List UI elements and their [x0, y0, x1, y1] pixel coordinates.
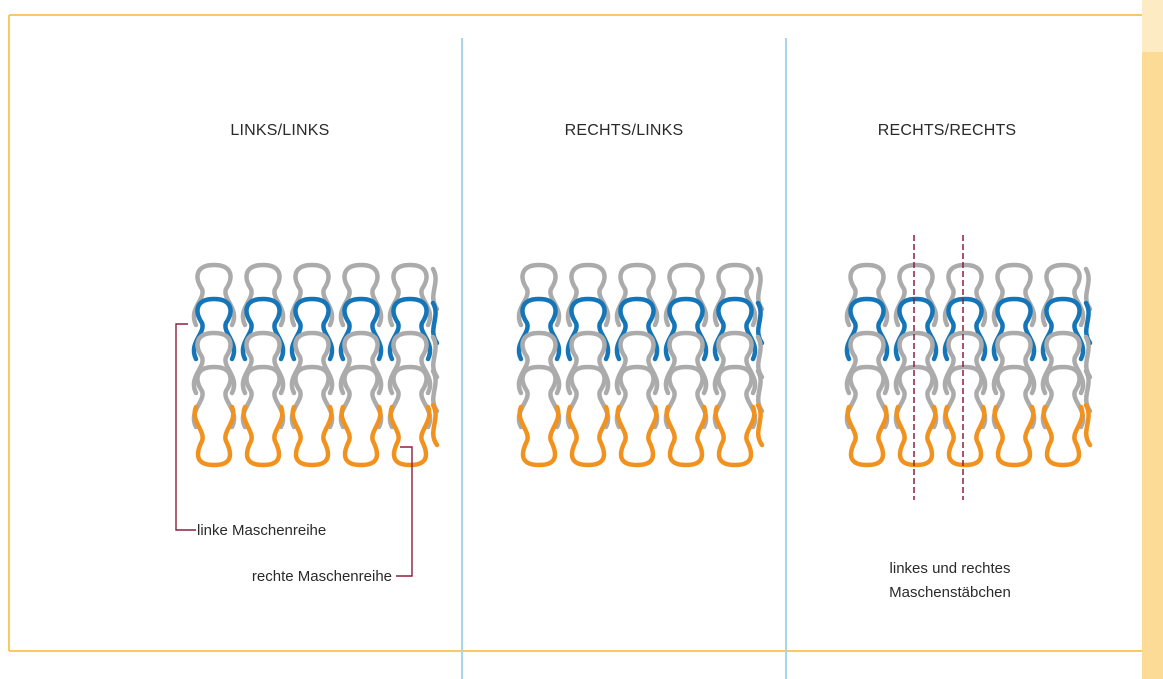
stitch-loop-blue	[893, 296, 939, 362]
stitch-loop-grey	[565, 364, 611, 430]
stitch-loop-grey	[240, 364, 286, 430]
stitch-loop-grey	[191, 330, 237, 396]
stitch-loop-orange	[894, 404, 938, 468]
label-rechte-maschenreihe: rechte Maschenreihe	[252, 568, 392, 585]
stitch-loop-orange	[943, 404, 987, 468]
stitch-loop-orange	[615, 404, 659, 468]
stitch-loop-grey	[338, 364, 384, 430]
stitch-loop-grey	[1040, 364, 1086, 430]
stitch-loop-grey	[289, 262, 335, 328]
stitch-loop-grey	[991, 330, 1037, 396]
stitch-loop-grey	[844, 330, 890, 396]
stitch-loop-grey	[844, 364, 890, 430]
stitch-loop-blue	[712, 296, 758, 362]
stitch-loop-grey	[1040, 330, 1086, 396]
thread-end-orange	[1083, 402, 1093, 448]
stitch-loop-orange	[517, 404, 561, 468]
fabric-rechts-rechts	[844, 262, 1093, 468]
stitch-loop-grey	[516, 262, 562, 328]
bracket-links-row	[175, 323, 196, 531]
stitch-loop-grey	[614, 262, 660, 328]
stitch-loop-grey	[663, 330, 709, 396]
stitch-loop-grey	[240, 262, 286, 328]
thread-end-orange	[755, 402, 765, 448]
stitch-loop-orange	[290, 404, 334, 468]
stitch-loop-blue	[240, 296, 286, 362]
stitch-loop-grey	[338, 330, 384, 396]
stitch-loop-orange	[388, 404, 432, 468]
sidebar-top	[1142, 0, 1163, 52]
label-wales-line1: linkes und rechtes	[890, 560, 1011, 577]
stitch-loop-blue	[991, 296, 1037, 362]
stitch-loop-grey	[942, 364, 988, 430]
stitch-loop-orange	[992, 404, 1036, 468]
stitch-loop-blue	[387, 296, 433, 362]
panel-title-rechts-links: RECHTS/LINKS	[565, 122, 684, 139]
stitch-loop-grey	[663, 364, 709, 430]
fabric-rechts-links	[516, 262, 765, 468]
stitch-loop-grey	[387, 330, 433, 396]
stitch-loop-grey	[712, 364, 758, 430]
stitch-loop-grey	[289, 330, 335, 396]
stitch-loop-orange	[845, 404, 889, 468]
panel-title-rechts-rechts: RECHTS/RECHTS	[878, 122, 1017, 139]
stitch-loop-orange	[339, 404, 383, 468]
stitch-loop-grey	[387, 262, 433, 328]
thread-end-orange	[430, 402, 440, 448]
stitch-loop-blue	[516, 296, 562, 362]
stitch-loop-blue	[289, 296, 335, 362]
stitch-loop-blue	[191, 296, 237, 362]
stitch-loop-grey	[942, 330, 988, 396]
stitch-loop-grey	[516, 330, 562, 396]
stitch-loop-orange	[566, 404, 610, 468]
stitch-loop-orange	[241, 404, 285, 468]
stitch-loop-grey	[893, 262, 939, 328]
stitch-loop-grey	[516, 364, 562, 430]
stitch-loop-grey	[565, 330, 611, 396]
stitch-loop-blue	[338, 296, 384, 362]
stitch-loop-grey	[565, 262, 611, 328]
sidebar	[1142, 52, 1163, 679]
stitch-loop-grey	[289, 364, 335, 430]
stitch-loop-grey	[191, 262, 237, 328]
stitch-loop-grey	[942, 262, 988, 328]
stitch-loop-grey	[712, 262, 758, 328]
stitch-loop-grey	[991, 262, 1037, 328]
stitch-loop-grey	[338, 262, 384, 328]
stitch-loop-grey	[614, 364, 660, 430]
stitch-loop-blue	[565, 296, 611, 362]
stitch-loop-blue	[663, 296, 709, 362]
label-linke-maschenreihe: linke Maschenreihe	[197, 522, 326, 539]
label-wales-line2: Maschenstäbchen	[889, 584, 1011, 601]
stitch-loop-grey	[844, 262, 890, 328]
stitch-loop-grey	[893, 330, 939, 396]
stitch-loop-grey	[1040, 262, 1086, 328]
stitch-loop-orange	[192, 404, 236, 468]
stitch-loop-grey	[387, 364, 433, 430]
fabric-links-links	[191, 262, 440, 468]
stitch-loop-grey	[240, 330, 286, 396]
stitch-loop-grey	[712, 330, 758, 396]
stitch-loop-blue	[844, 296, 890, 362]
stitch-loop-orange	[1041, 404, 1085, 468]
stitch-loop-grey	[991, 364, 1037, 430]
stitch-loop-grey	[663, 262, 709, 328]
stitch-loop-blue	[614, 296, 660, 362]
stitch-loop-blue	[942, 296, 988, 362]
stitch-loop-blue	[1040, 296, 1086, 362]
stitch-loop-grey	[614, 330, 660, 396]
stitch-loop-grey	[191, 364, 237, 430]
stitch-loop-grey	[893, 364, 939, 430]
bracket-rechts-row	[396, 446, 413, 577]
stitch-loop-orange	[664, 404, 708, 468]
panel-title-links-links: LINKS/LINKS	[230, 122, 329, 139]
stitch-loop-orange	[713, 404, 757, 468]
